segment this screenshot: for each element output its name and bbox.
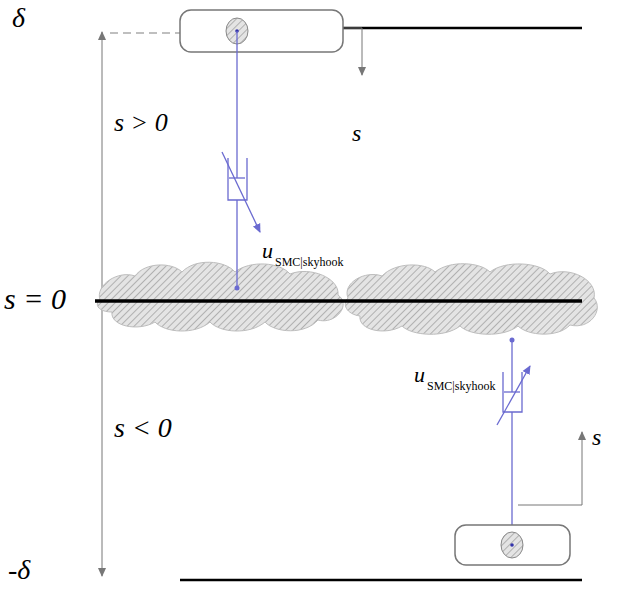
mass-center [510,543,514,547]
skyhook-damper [497,340,530,545]
control-subscript: SMC|skyhook [427,380,495,394]
motion-arrow [518,432,582,505]
control-subscript: SMC|skyhook [275,256,343,270]
region-label: s > 0 [114,108,168,138]
vehicle-body [180,10,343,52]
bound-label: -δ [8,554,30,586]
sky-cloud [345,264,597,335]
direction-label: s [352,120,361,148]
sky-cloud [97,262,343,331]
direction-label: s [592,424,601,452]
motion-arrow [343,28,362,75]
lower-bound-line [180,579,582,582]
sliding-surface-line [95,299,582,303]
vehicle-body [455,525,570,565]
control-symbol: u [262,238,273,263]
bound-label: δ [12,2,25,34]
skyhook-anchor [235,286,240,291]
skyhook-damper [222,31,260,287]
skyhook-anchor [510,338,515,343]
surface-label: s = 0 [4,282,66,317]
mass-ellipse [501,532,523,558]
control-symbol: u [414,362,425,387]
reference-dashed-line [110,32,180,33]
region-label: s < 0 [114,412,172,444]
